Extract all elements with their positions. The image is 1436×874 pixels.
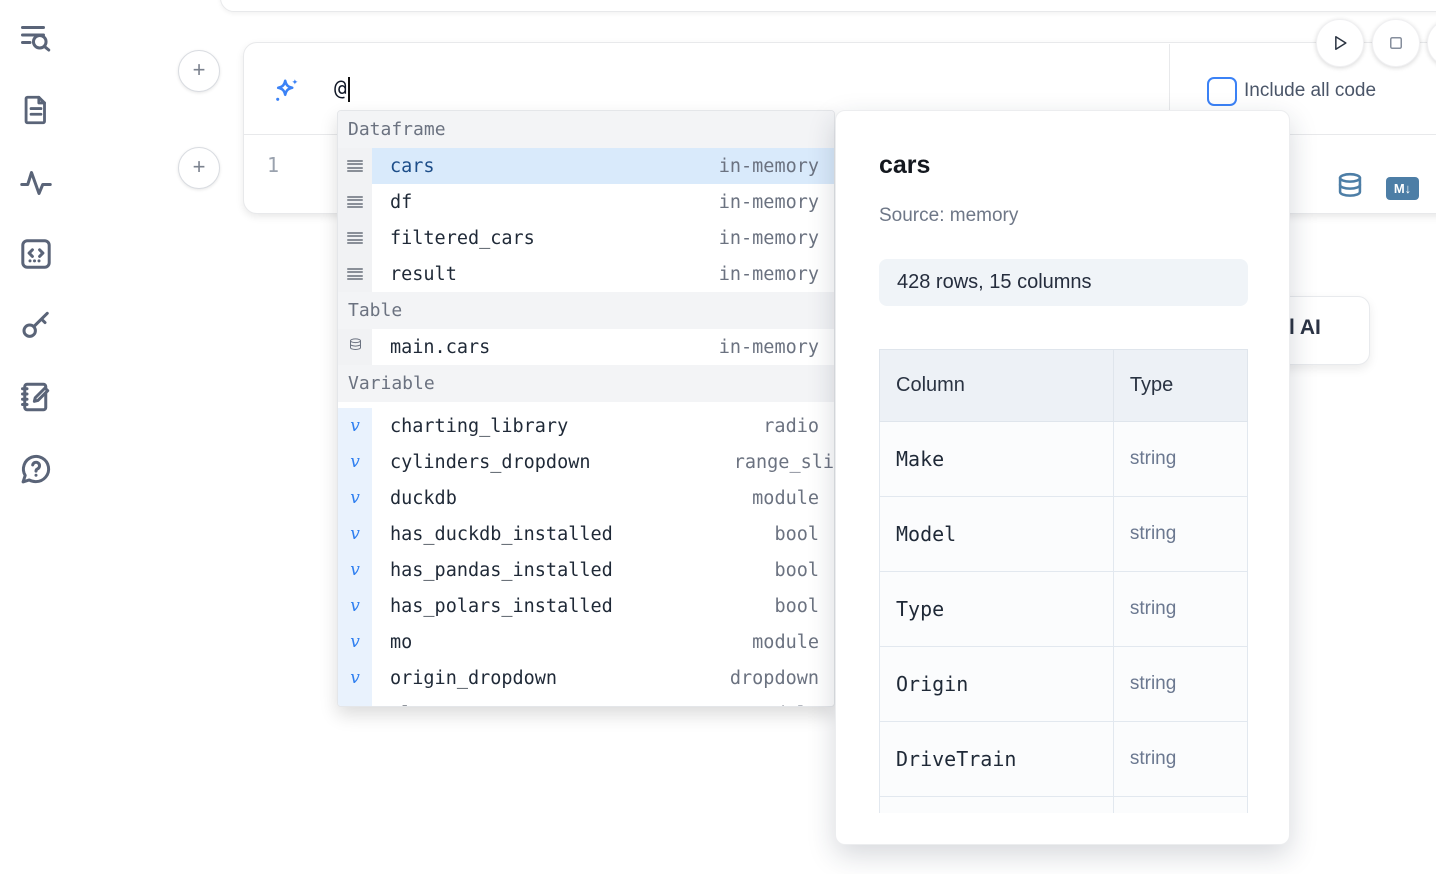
section-header-table: Table [338, 292, 834, 329]
run-button[interactable] [1316, 19, 1364, 67]
ai-input-divider [1169, 44, 1170, 134]
key-icon[interactable] [16, 305, 56, 345]
previous-cell-partial [220, 0, 1436, 12]
include-all-code-checkbox[interactable] [1207, 77, 1237, 106]
document-icon[interactable] [16, 90, 56, 130]
variable-icon: v [350, 668, 360, 688]
variable-icon: v [350, 560, 360, 580]
ai-sparkle-icon [271, 75, 302, 111]
shape-badge: 428 rows, 15 columns [879, 259, 1248, 306]
line-number: 1 [267, 153, 280, 177]
dataframe-icon [347, 196, 363, 208]
variable-icon: v [350, 596, 360, 616]
variable-icon: v [350, 524, 360, 544]
code-snippet-icon[interactable] [16, 234, 56, 274]
ai-prompt-input[interactable]: @ [334, 76, 350, 102]
panel-title: cars [879, 151, 931, 179]
add-cell-button-bottom[interactable]: + [178, 147, 220, 189]
table-icon [348, 336, 363, 358]
variable-icon: v [350, 416, 360, 436]
schema-row-partial [879, 796, 1249, 813]
text-cursor [347, 76, 350, 102]
dataframe-icon [347, 232, 363, 244]
type-header: Type [1112, 349, 1249, 422]
scratchpad-icon[interactable] [16, 377, 56, 417]
column-header: Column [879, 349, 1114, 422]
dataframe-icon [347, 160, 363, 172]
database-icon[interactable] [1336, 169, 1364, 207]
activity-icon[interactable] [16, 163, 56, 203]
section-header-dataframe: Dataframe [338, 111, 834, 148]
variable-icon: v [350, 632, 360, 652]
markdown-icon[interactable]: M↓ [1386, 176, 1419, 200]
help-icon[interactable] [16, 449, 56, 489]
panel-source: Source: memory [879, 205, 1019, 226]
autocomplete-item-plt[interactable]: vpltmodule [338, 696, 834, 706]
add-cell-button-top[interactable]: + [178, 50, 220, 92]
dataframe-icon [347, 268, 363, 280]
section-header-variable: Variable [338, 365, 834, 402]
search-list-icon[interactable] [16, 18, 56, 58]
dataframe-preview-panel: cars Source: memory 428 rows, 15 columns… [835, 110, 1290, 845]
stop-button[interactable] [1372, 19, 1420, 67]
include-all-code-label: Include all code [1244, 80, 1377, 101]
variable-icon: v [350, 452, 360, 472]
variable-icon: v [350, 704, 360, 706]
variable-icon: v [350, 488, 360, 508]
